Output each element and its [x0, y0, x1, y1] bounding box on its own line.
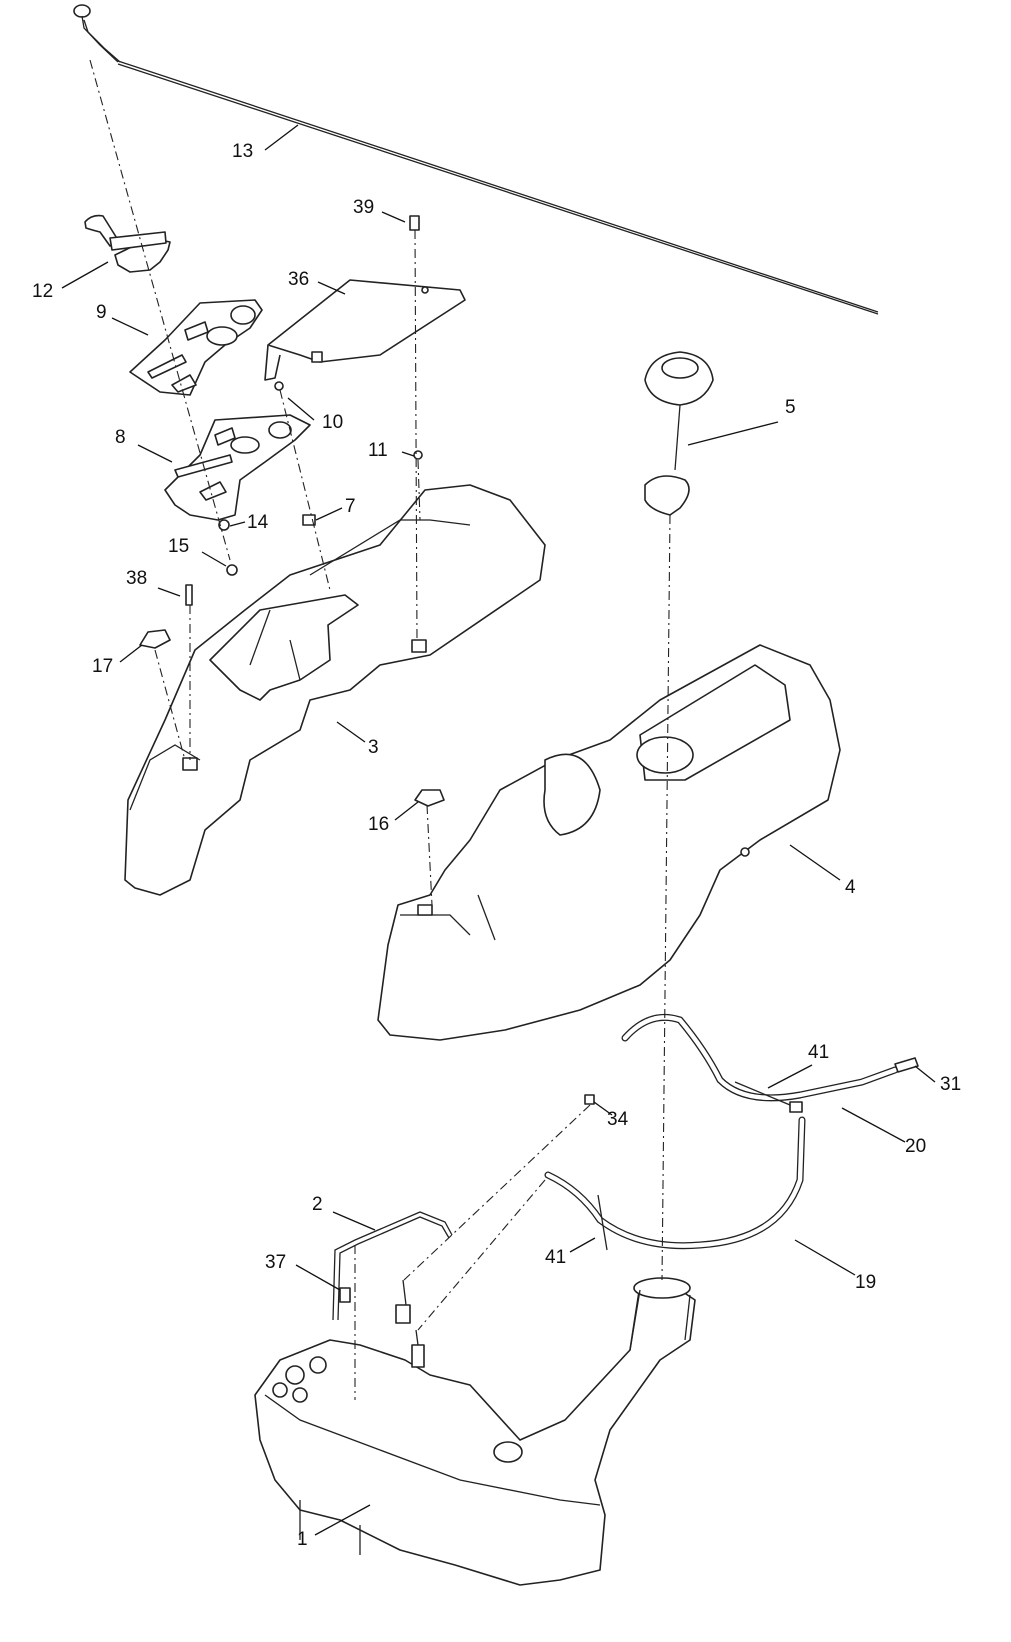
callout-14: 14	[247, 512, 269, 533]
callout-38: 38	[126, 568, 147, 589]
callout-15: 15	[168, 536, 189, 557]
leader-lines	[61, 124, 936, 1536]
callout-39: 39	[353, 197, 374, 218]
callout-41b: 41	[545, 1247, 566, 1268]
callout-41a: 41	[808, 1042, 829, 1063]
callout-7: 7	[345, 496, 356, 517]
part-12-lever	[84, 214, 171, 273]
part-3-housing	[124, 484, 546, 896]
callout-2: 2	[312, 1194, 323, 1215]
callout-20: 20	[905, 1136, 926, 1157]
part-2-tube	[332, 1211, 453, 1321]
callout-36: 36	[288, 269, 309, 290]
part-36-cover	[264, 279, 466, 381]
part-8-plate	[164, 414, 311, 521]
callouts: 13 39 36 12 9 10 8 11 5 7 14 15 38 17 3 …	[32, 141, 961, 1550]
part-13-cable	[73, 4, 879, 315]
callout-10: 10	[322, 412, 343, 433]
hardware	[139, 215, 445, 807]
callout-1: 1	[297, 1529, 308, 1550]
part-4-cover	[377, 644, 841, 1041]
callout-34: 34	[607, 1109, 629, 1130]
callout-17: 17	[92, 656, 113, 677]
callout-12: 12	[32, 281, 53, 302]
callout-9: 9	[96, 302, 107, 323]
callout-16: 16	[368, 814, 389, 835]
callout-3: 3	[368, 737, 379, 758]
part-19-hose	[544, 1116, 806, 1250]
callout-31: 31	[940, 1074, 961, 1095]
callout-11: 11	[368, 440, 388, 461]
callout-4: 4	[845, 877, 856, 898]
callout-19: 19	[855, 1272, 876, 1293]
callout-37: 37	[265, 1252, 286, 1273]
callout-13: 13	[232, 141, 253, 162]
part-5-cap	[644, 351, 714, 516]
part-41-clamp	[584, 1081, 803, 1251]
part-20-hose	[621, 1013, 919, 1102]
tank-fittings	[395, 1279, 425, 1368]
part-9-plate	[129, 299, 263, 396]
assembly-lines	[89, 59, 671, 1400]
callout-5: 5	[785, 397, 796, 418]
callout-8: 8	[115, 427, 126, 448]
part-1-tank	[254, 1277, 696, 1586]
